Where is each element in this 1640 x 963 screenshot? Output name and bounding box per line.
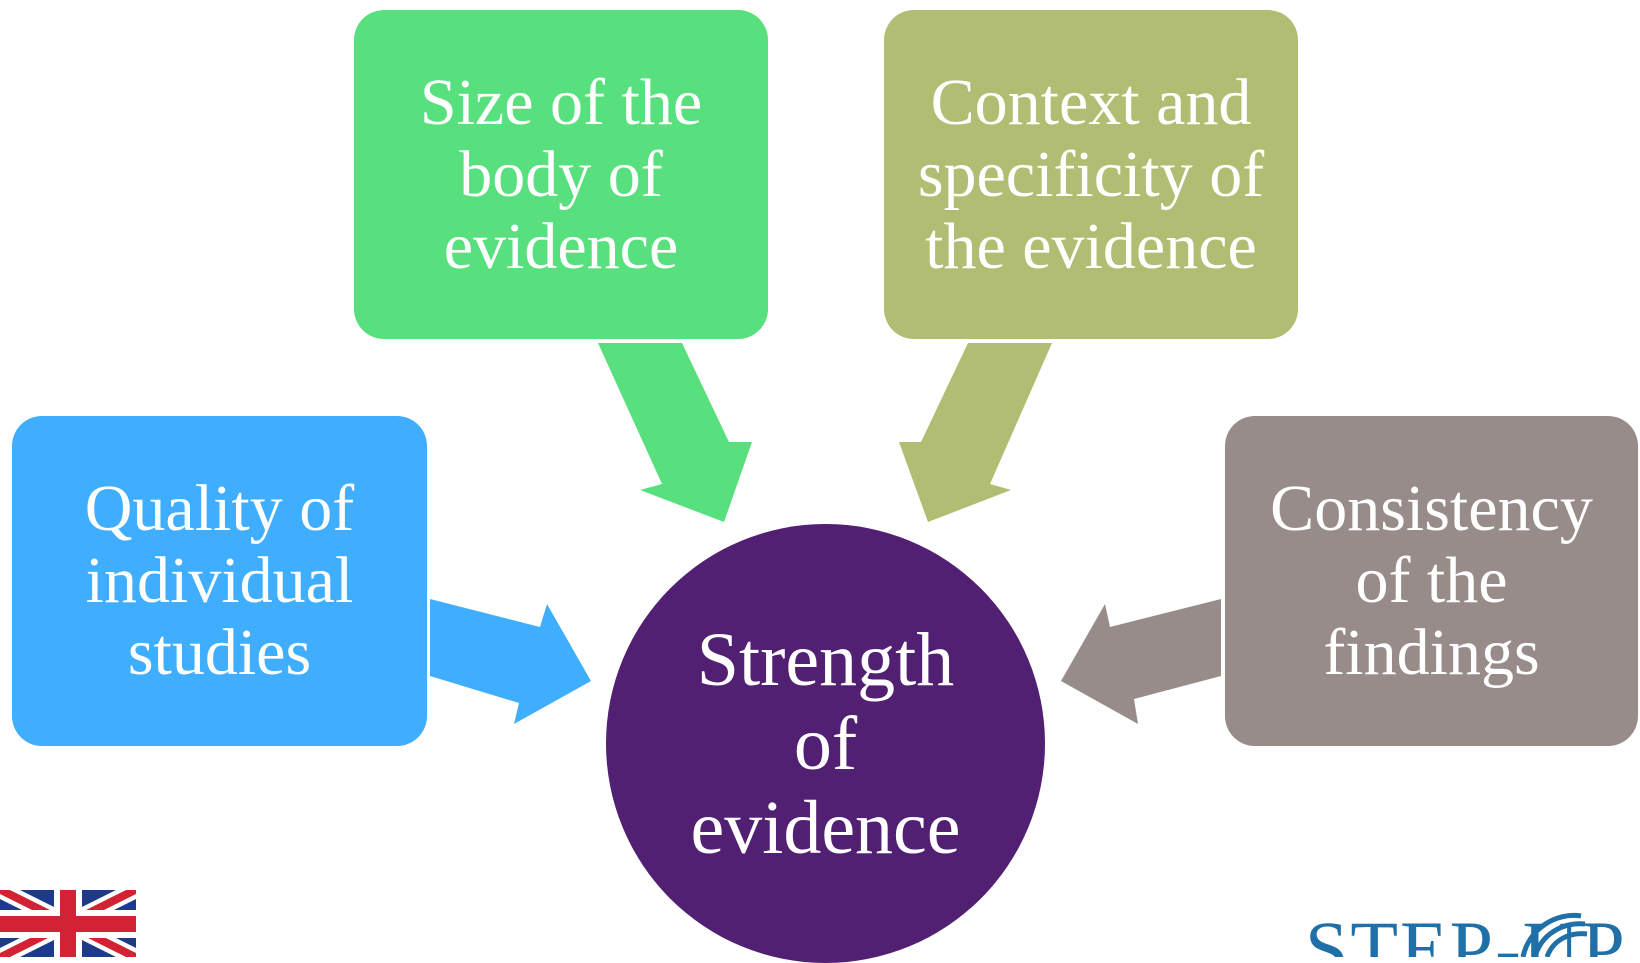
- uk-flag-logo: [0, 890, 136, 957]
- hub-text: Strength of evidence: [690, 618, 960, 870]
- strength-of-evidence-hub: Strength of evidence: [606, 524, 1045, 963]
- factor-context-line: the evidence: [925, 209, 1257, 283]
- factor-context-line: Context and: [930, 65, 1252, 139]
- hub-line: of: [793, 701, 858, 786]
- factor-context-line: specificity of: [917, 137, 1265, 211]
- factor-consistency-box: Consistency of the findings: [1225, 416, 1638, 746]
- arrow-quality-to-hub: [430, 599, 591, 724]
- factor-consistency-line: findings: [1323, 616, 1540, 689]
- factor-size-line: evidence: [443, 209, 679, 283]
- factor-size-box: Size of the body of evidence: [354, 10, 768, 339]
- factor-quality-text: Quality of individual studies: [85, 473, 354, 689]
- factor-context-box: Context and specificity of the evidence: [884, 10, 1298, 339]
- hub-line: evidence: [690, 785, 961, 870]
- arrow-size-to-hub: [598, 343, 752, 522]
- arrow-consistency-to-hub: [1061, 599, 1221, 724]
- step-up-swoosh-icon: [1520, 912, 1588, 957]
- factor-consistency-line: Consistency: [1270, 472, 1593, 545]
- factor-size-line: body of: [459, 137, 663, 211]
- factor-consistency-line: of the: [1355, 544, 1508, 617]
- factor-context-text: Context and specificity of the evidence: [917, 65, 1265, 283]
- factor-quality-line: Quality of: [84, 472, 355, 545]
- factor-quality-box: Quality of individual studies: [12, 416, 427, 746]
- factor-quality-line: studies: [127, 616, 312, 689]
- factor-consistency-text: Consistency of the findings: [1270, 473, 1593, 689]
- hub-line: Strength: [696, 617, 955, 702]
- step-up-logo: STEP-UP: [1305, 910, 1640, 957]
- factor-size-text: Size of the body of evidence: [419, 65, 703, 283]
- factor-size-line: Size of the: [419, 65, 703, 139]
- factor-quality-line: individual: [85, 544, 354, 617]
- uk-flag-icon: [0, 890, 136, 957]
- arrow-context-to-hub: [899, 343, 1052, 522]
